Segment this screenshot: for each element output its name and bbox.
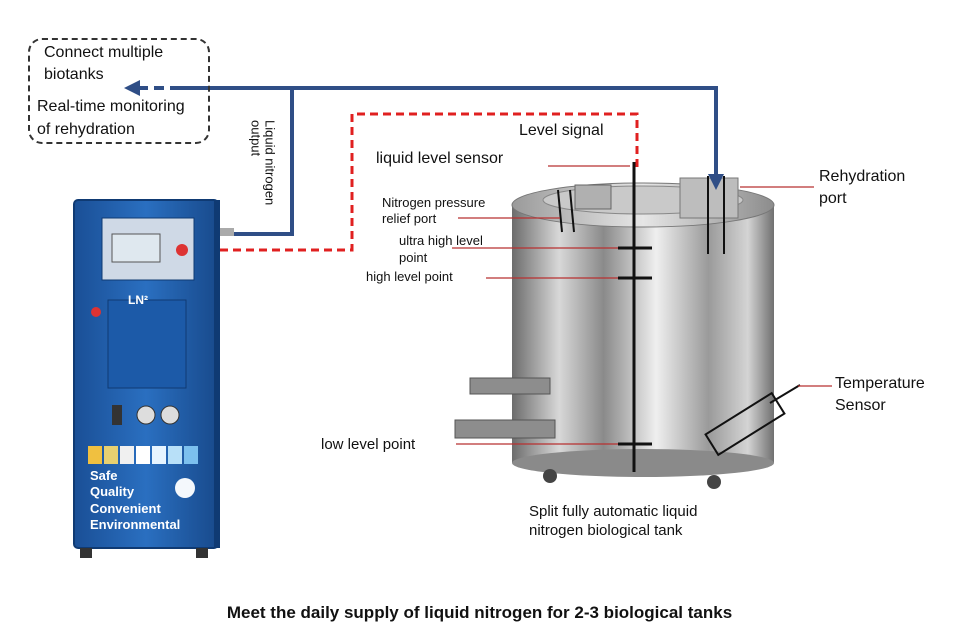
level-signal-line xyxy=(220,112,639,252)
liquid-level-sensor-label: liquid level sensor xyxy=(376,150,504,167)
level-signal-label: Level signal xyxy=(519,122,604,139)
rehydration-line2: port xyxy=(819,190,847,207)
monitor-line2: of rehydration xyxy=(37,121,135,138)
pressure-line2: relief port xyxy=(382,211,437,226)
slogan-safe: Safe xyxy=(90,468,118,483)
biological-tank xyxy=(454,177,775,489)
tank-line1: Split fully automatic liquid xyxy=(529,503,698,520)
monitoring-box xyxy=(28,38,210,144)
monitor-line1: Real-time monitoring xyxy=(37,98,185,115)
ln2-cabinet xyxy=(73,199,234,558)
temperature-sensor-lead xyxy=(769,384,801,404)
high-level-label: high level point xyxy=(366,269,453,284)
pressure-line1: Nitrogen pressure xyxy=(382,195,486,210)
connect-line2: biotanks xyxy=(44,66,104,83)
low-level-label: low level point xyxy=(321,436,416,453)
temperature-line1: Temperature xyxy=(835,375,925,392)
flow-line-output xyxy=(138,86,718,236)
slogan-environmental: Environmental xyxy=(90,516,181,532)
slogan-convenient: Convenient xyxy=(90,500,161,516)
cabinet-brand: LN² xyxy=(128,293,148,307)
slogan-quality: Quality xyxy=(90,484,135,500)
connect-line1: Connect multiple xyxy=(44,44,164,61)
ln-output-line1: Liquid nitrogen xyxy=(262,120,278,206)
ln-output-line2: output xyxy=(248,120,264,157)
temperature-sensor-body xyxy=(704,391,786,457)
rehydration-line1: Rehydration xyxy=(819,168,906,185)
cabinet-slogans: Safe Quality Convenient Environmental xyxy=(90,468,180,533)
pressure-port-mark-1 xyxy=(557,189,563,233)
label-pointers xyxy=(452,165,832,445)
flow-arrow-down xyxy=(708,174,724,190)
flow-arrow-left xyxy=(124,80,140,96)
temperature-line2: Sensor xyxy=(835,397,886,414)
caption: Meet the daily supply of liquid nitrogen… xyxy=(226,603,733,622)
ultra-line2: point xyxy=(399,250,428,265)
pressure-port-mark-2 xyxy=(569,189,575,233)
ultra-line1: ultra high level xyxy=(399,233,483,248)
ln-output-label: Liquid nitrogen output xyxy=(248,120,277,205)
tank-line2: nitrogen biological tank xyxy=(529,522,683,539)
